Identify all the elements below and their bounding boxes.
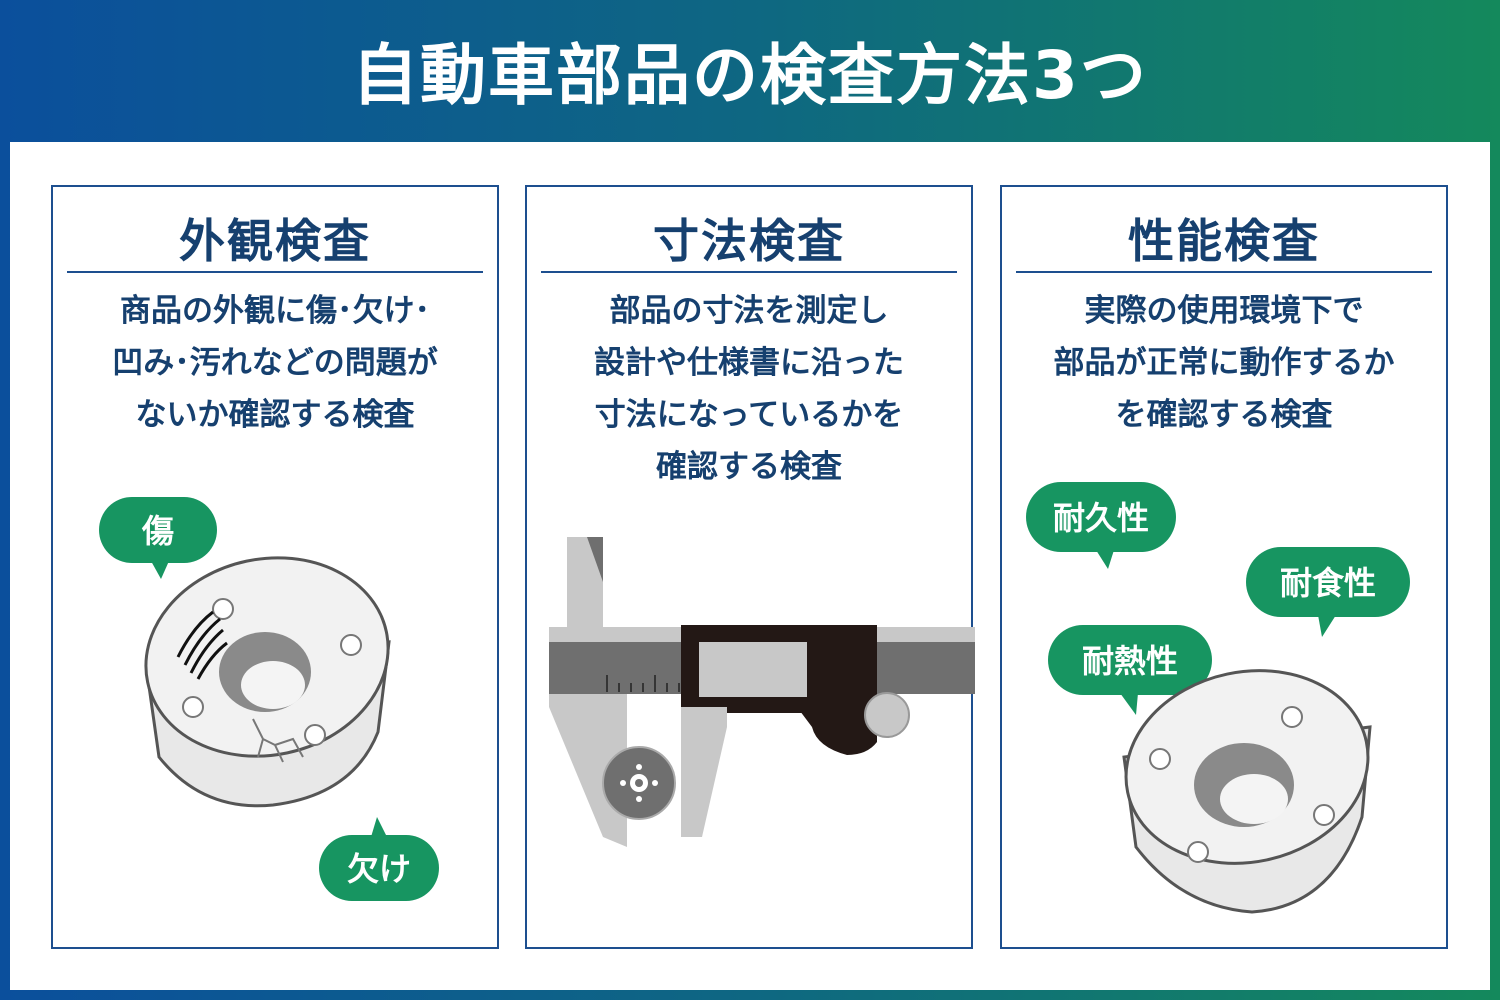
bubble-chip: 欠け: [319, 817, 439, 901]
bubble-label: 傷: [141, 512, 174, 550]
card-performance-inspection: 性能検査 実際の使用環境下で 部品が正常に動作するか を確認する検査 耐久性 耐…: [1000, 185, 1448, 949]
bubble-label: 耐熱性: [1082, 642, 1178, 680]
ring-part-icon: [144, 556, 391, 808]
bubble-label: 欠け: [347, 850, 411, 888]
page-title: 自動車部品の検査方法3つ: [352, 37, 1148, 114]
divider: [67, 271, 483, 273]
divider: [1016, 271, 1432, 273]
bubble-durability: 耐久性: [1026, 482, 1176, 569]
part-illustration: 耐久性 耐食性 耐熱性: [1026, 482, 1410, 914]
card-description: 部品の寸法を測定し 設計や仕様書に沿った 寸法になっているかを 確認する検査: [594, 293, 904, 485]
divider: [541, 271, 957, 273]
bubble-label: 耐食性: [1280, 564, 1376, 602]
bubble-label: 耐久性: [1053, 499, 1149, 537]
damaged-part-illustration: 傷 欠け: [99, 497, 439, 901]
ring-part-icon: [1122, 669, 1372, 914]
card-title: 性能検査: [1128, 214, 1320, 268]
bubble-scratch: 傷: [99, 497, 217, 579]
card-description: 実際の使用環境下で 部品が正常に動作するか を確認する検査: [1053, 293, 1395, 433]
card-title: 外観検査: [179, 214, 371, 268]
card-description: 商品の外観に傷･欠け･ 凹み･汚れなどの問題が ないか確認する検査: [112, 293, 438, 433]
card-title: 寸法検査: [653, 214, 845, 268]
bubble-corrosion-resistance: 耐食性: [1246, 547, 1410, 637]
card-dimension-inspection: 寸法検査 部品の寸法を測定し 設計や仕様書に沿った 寸法になっているかを 確認す…: [525, 185, 975, 949]
caliper-illustration: [549, 537, 975, 847]
bubble-heat-resistance: 耐熱性: [1048, 625, 1212, 715]
card-visual-inspection: 外観検査 商品の外観に傷･欠け･ 凹み･汚れなどの問題が ないか確認する検査 傷: [51, 185, 499, 949]
